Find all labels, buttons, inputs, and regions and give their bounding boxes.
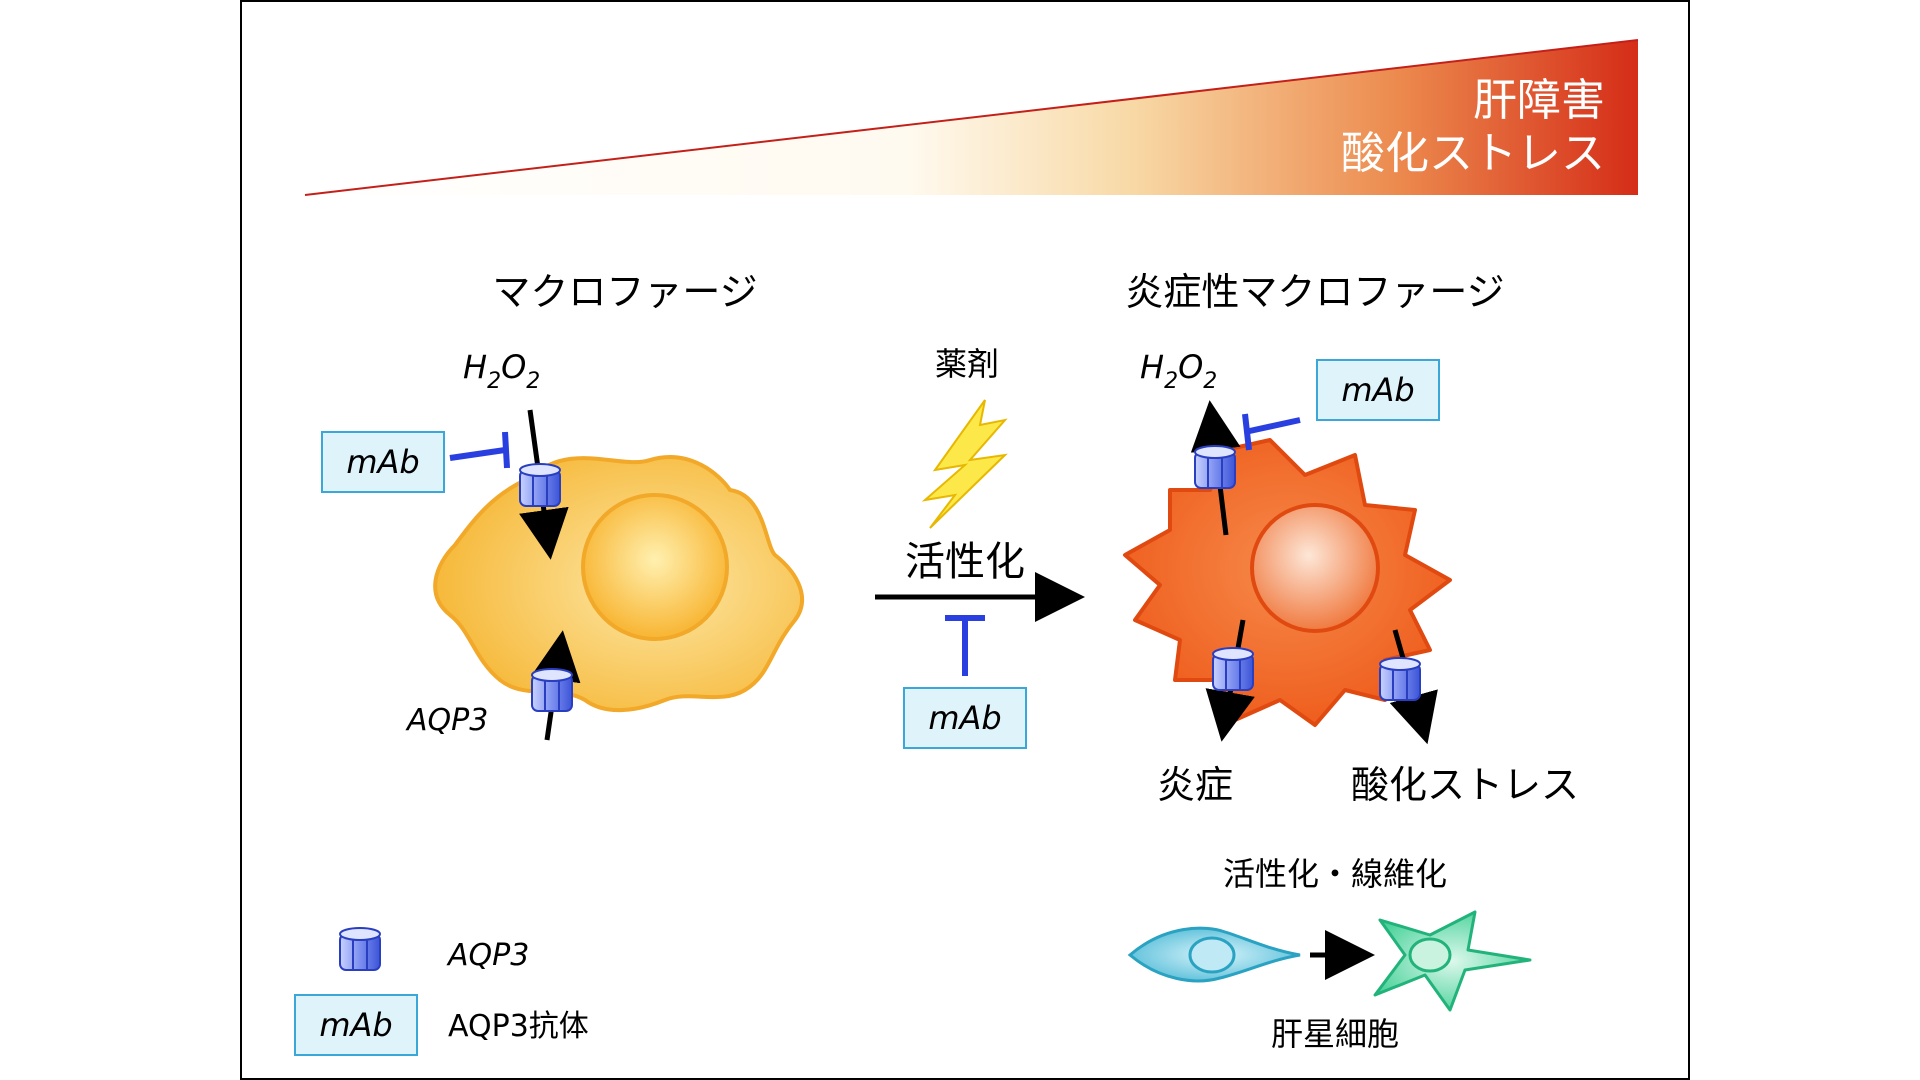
- stellate-cell-label: 肝星細胞: [1271, 1015, 1399, 1053]
- legend-mab-label: AQP3抗体: [448, 1009, 589, 1044]
- banner-label-liver-damage: 肝障害: [1473, 75, 1605, 126]
- left-h2o2-label: H2O2: [463, 348, 540, 394]
- left-mab-inhibition-line: [449, 447, 506, 461]
- middle-mab-label: mAb: [928, 699, 1001, 737]
- left-mab-box: [321, 431, 445, 493]
- quiescent-stellate-cell: [1127, 926, 1301, 983]
- banner-label-oxidative-stress: 酸化ストレス: [1341, 128, 1605, 179]
- right-aqp3-right-icon: [1379, 657, 1421, 701]
- right-mab-inhibition-line: [1244, 417, 1301, 435]
- legend-mab-box: [294, 994, 418, 1056]
- right-cell-title: 炎症性マクロファージ: [1125, 270, 1504, 314]
- middle-mab-box: [903, 687, 1027, 749]
- activated-stellate-cell: [1373, 910, 1532, 1012]
- left-aqp3-top-icon: [519, 463, 561, 507]
- right-mab-box: [1316, 359, 1440, 421]
- gradient-wedge: [304, 39, 1639, 196]
- drug-label: 薬剤: [935, 345, 999, 383]
- left-cell-title: マクロファージ: [492, 270, 757, 314]
- right-aqp3-left-icon: [1212, 647, 1254, 691]
- right-mab-inhibition-bar: [1242, 413, 1252, 451]
- stellate-activation-label: 活性化・線維化: [1223, 855, 1447, 893]
- right-aqp3-top-icon: [1194, 445, 1236, 489]
- left-aqp3-bottom-icon: [531, 668, 573, 712]
- right-h2o2-label: H2O2: [1140, 348, 1217, 394]
- right-mab-label: mAb: [1341, 371, 1414, 409]
- inflammation-label: 炎症: [1157, 763, 1233, 807]
- legend-mab-box-label: mAb: [319, 1006, 392, 1044]
- oxidative-stress-label: 酸化ストレス: [1351, 763, 1579, 807]
- activation-label: 活性化: [905, 539, 1025, 585]
- left-macrophage-cell: [433, 455, 805, 713]
- lightning-bolt-icon: [921, 399, 1008, 529]
- legend-aqp3-icon: [339, 927, 381, 971]
- left-aqp3-label: AQP3: [405, 703, 488, 738]
- legend-aqp3-label: AQP3: [446, 938, 529, 973]
- right-macrophage-cell: [1123, 438, 1452, 727]
- left-mab-label: mAb: [346, 443, 419, 481]
- left-mab-inhibition-bar: [502, 431, 510, 469]
